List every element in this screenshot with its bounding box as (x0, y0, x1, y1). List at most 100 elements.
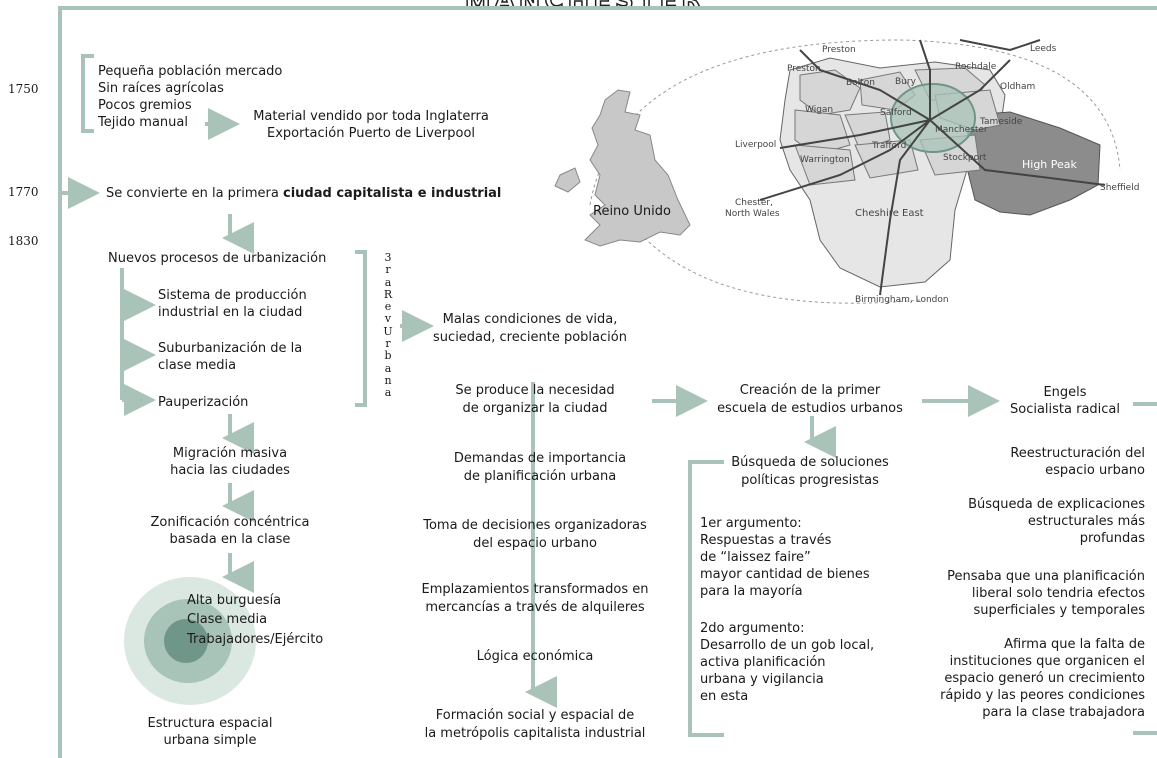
map-label: Chester, (735, 198, 773, 208)
bracket-item: Pequeña población mercado (98, 64, 283, 79)
pensaba-text: liberal solo tendria efectos (971, 586, 1145, 601)
material-text: Material vendido por toda Inglaterra (253, 109, 489, 124)
year-1830: 1830 (8, 234, 39, 248)
afirma-text: instituciones que organicen el (949, 654, 1145, 669)
argument-1-line: de “laissez faire” (700, 550, 811, 565)
ring-label: Clase media (187, 612, 268, 627)
migracion-text: Migración masiva (172, 446, 288, 461)
reestructuracion-text: espacio urbano (1045, 463, 1145, 478)
map-label: Sheffield (1100, 183, 1140, 193)
ring-label: Trabajadores/Ejército (187, 632, 324, 647)
afirma-text: espacio generó un crecimiento (944, 671, 1145, 686)
year-1770: 1770 (8, 185, 39, 199)
ciudad-prefix: Se convierte en la primera (106, 186, 283, 201)
afirma-text: rápido y las peores condiciones (940, 688, 1145, 703)
map-label: Wigan (805, 105, 834, 115)
estructura-text: urbana simple (163, 733, 257, 748)
bracket-revolution (355, 250, 367, 407)
logica-text: Lógica económica (476, 649, 594, 664)
map-label: Stockport (943, 153, 987, 163)
bracket-arguments (688, 460, 724, 737)
map-label: Birmingham, London (855, 295, 949, 305)
creacion-text: escuela de estudios urbanos (717, 401, 903, 416)
bracket-item: Sin raíces agrícolas (98, 81, 224, 96)
emplazamientos-text: Emplazamientos transformados en (421, 582, 649, 597)
argument-1-line: 1er argumento: (700, 516, 802, 531)
toma-text: del espacio urbano (473, 536, 597, 551)
argument-2-line: activa planificación (700, 655, 826, 670)
afirma-text: Afirma que la falta de (1004, 637, 1145, 652)
map-label: Preston (787, 64, 821, 74)
formacion-text: Formación social y espacial de (435, 708, 635, 723)
emplazamientos-text: mercancías a través de alquileres (425, 600, 645, 615)
malas-text: suciedad, creciente población (433, 330, 627, 345)
busqueda-explicaciones-text: Búsqueda de explicaciones (968, 497, 1145, 512)
reestructuracion-text: Reestructuración del (1010, 446, 1145, 461)
map-label: Manchester (935, 125, 988, 135)
map-label: Bolton (846, 78, 875, 88)
zonif-text: Zonificación concéntrica (150, 515, 310, 530)
engels-text: Engels (1043, 385, 1087, 400)
suburb-text: clase media (158, 358, 237, 373)
pauper-text: Pauperización (158, 395, 249, 410)
argument-2-line: en esta (700, 689, 749, 704)
map-label: Liverpool (735, 140, 777, 150)
argument-2-line: Desarrollo de un gob local, (700, 638, 875, 653)
map-label: Tameside (980, 117, 1023, 127)
material-text: Exportación Puerto de Liverpool (266, 126, 476, 141)
map-label: Cheshire East (855, 208, 924, 219)
map-label: Warrington (800, 155, 850, 165)
bracket-item: Pocos gremios (98, 98, 192, 113)
demandas-text: Demandas de importancia (453, 451, 627, 466)
creacion-text: Creación de la primer (739, 383, 881, 398)
busqueda-text: políticas progresistas (741, 473, 879, 488)
concentric-rings (124, 577, 256, 705)
uk-shape (584, 89, 691, 247)
suburb-text: Suburbanización de la (158, 341, 303, 356)
map-label-uk: Reino Unido (593, 204, 671, 219)
pensaba-text: superficiales y temporales (973, 603, 1145, 618)
map-label: Salford (880, 108, 912, 118)
nuevos-text: Nuevos procesos de urbanización (108, 251, 327, 266)
argument-1-line: mayor cantidad de bienes (700, 567, 870, 582)
ciudad-bold: ciudad capitalista e industrial (283, 186, 502, 201)
malas-text: Malas condiciones de vida, (442, 312, 618, 327)
map-label: Trafford (872, 141, 907, 151)
year-1750: 1750 (8, 82, 39, 96)
busqueda-text: Búsqueda de soluciones (731, 455, 889, 470)
argument-2-line: urbana y vigilancia (700, 672, 824, 687)
high-peak-shape (964, 111, 1101, 216)
map-label: Preston (822, 45, 856, 55)
map-label: Bury (895, 77, 916, 87)
bracket-item: Tejido manual (98, 115, 188, 130)
map-label: Leeds (1030, 44, 1057, 54)
pensaba-text: Pensaba que una planificación (947, 569, 1145, 584)
zonif-text: basada en la clase (169, 532, 291, 547)
migracion-text: hacia las ciudades (170, 463, 290, 478)
map-graphic (554, 39, 1121, 304)
map-label: Oldham (1000, 82, 1036, 92)
map-label: Rochdale (955, 62, 997, 72)
bracket-1750 (81, 54, 94, 133)
engels-text: Socialista radical (1009, 402, 1121, 417)
estructura-text: Estructura espacial (147, 716, 273, 731)
formacion-text: la metrópolis capitalista industrial (424, 726, 646, 741)
afirma-text: para la clase trabajadora (982, 705, 1145, 720)
frame-line (58, 6, 1157, 758)
demandas-text: de planificación urbana (463, 469, 617, 484)
necesidad-text: de organizar la ciudad (462, 401, 608, 416)
necesidad-text: Se produce la necesidad (455, 383, 615, 398)
map-label: North Wales (725, 209, 780, 219)
ring-label: Alta burguesía (187, 593, 282, 608)
busqueda-explicaciones-text: profundas (1079, 531, 1145, 546)
argument-2-line: 2do argumento: (700, 621, 805, 636)
map-label: High Peak (1022, 158, 1077, 171)
argument-1-line: Respuestas a través (700, 533, 832, 548)
ciudad-text: Se convierte en la primera ciudad capita… (106, 185, 501, 202)
sistema-text: industrial en la ciudad (158, 305, 303, 320)
argument-1-line: para la mayoría (700, 584, 803, 599)
sistema-text: Sistema de producción (158, 288, 307, 303)
busqueda-explicaciones-text: estructurales más (1027, 514, 1145, 529)
